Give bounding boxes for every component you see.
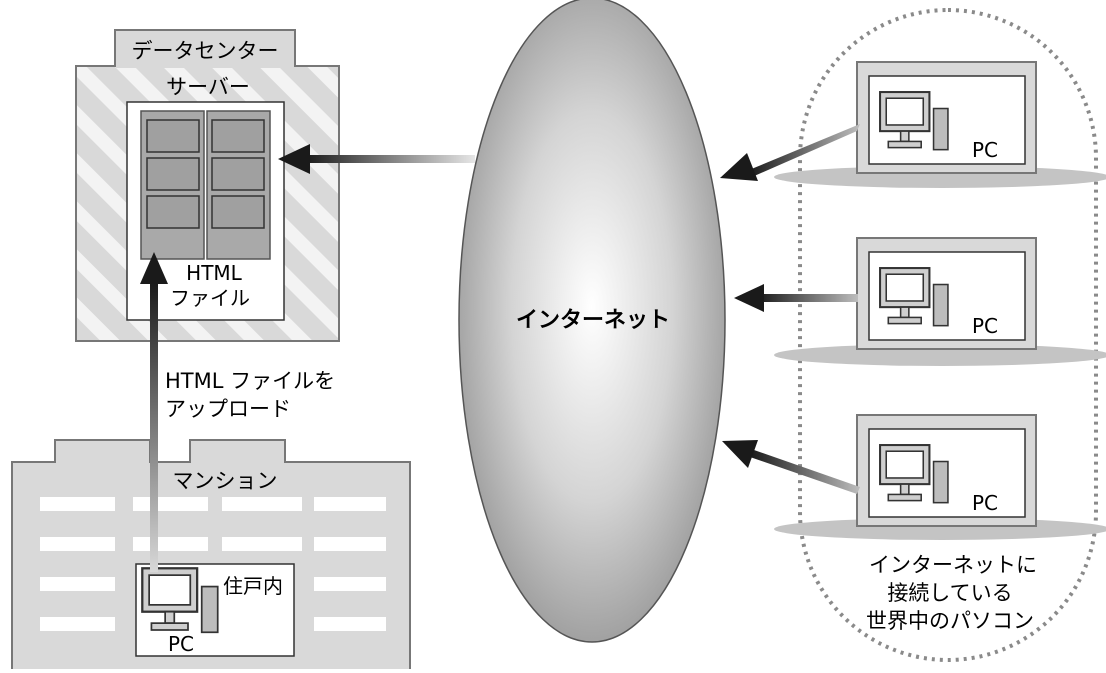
client-pc-3-arrow bbox=[722, 440, 860, 494]
internet-to-server-arrow bbox=[278, 144, 475, 174]
server-rack bbox=[140, 110, 271, 260]
world-pcs-group-outline bbox=[798, 8, 1098, 662]
upload-label-line1: HTML ファイルを bbox=[165, 369, 335, 393]
internet-ellipse bbox=[458, 0, 726, 643]
client-pc-1-label: PC bbox=[972, 138, 998, 162]
home-pc-label: PC bbox=[168, 632, 194, 656]
html-file-label-line2: ファイル bbox=[170, 286, 250, 310]
client-pc-2-label: PC bbox=[972, 314, 998, 338]
home-unit-label: 住戸内 bbox=[223, 574, 283, 598]
client-pc-2: PC bbox=[774, 237, 1106, 366]
mansion-title: マンション bbox=[173, 469, 278, 493]
client-pc-2-arrow bbox=[734, 284, 858, 312]
internet-label: インターネット bbox=[516, 308, 670, 333]
mansion-building: マンション 住戸内 PC bbox=[11, 439, 411, 669]
world-pcs-caption-line3: 世界中のパソコン bbox=[866, 609, 1034, 633]
client-pc-1-arrow bbox=[720, 124, 860, 181]
html-file-label-line1: HTML bbox=[186, 261, 243, 285]
datacenter-building: データセンター サーバー HTML ファイル bbox=[75, 29, 340, 342]
upload-arrow bbox=[140, 252, 168, 572]
world-pcs-caption-line1: インターネットに bbox=[869, 553, 1037, 577]
client-pc-3-label: PC bbox=[972, 491, 998, 515]
world-pcs-caption-line2: 接続している bbox=[887, 581, 1012, 605]
client-pc-3: PC bbox=[774, 414, 1106, 540]
datacenter-title: データセンター bbox=[132, 39, 279, 63]
client-pc-1: PC bbox=[774, 61, 1106, 188]
server-label: サーバー bbox=[166, 75, 250, 99]
upload-label-line2: アップロード bbox=[165, 397, 291, 421]
